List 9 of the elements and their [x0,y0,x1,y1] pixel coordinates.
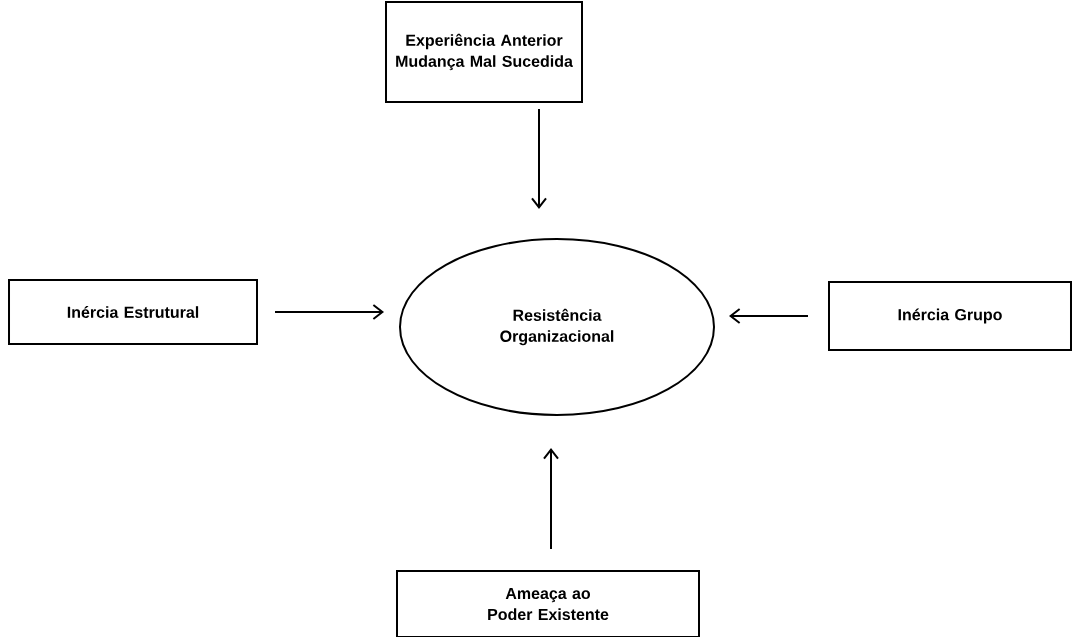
text-box: Inércia Grupo [828,281,1072,351]
arrow [543,448,559,550]
ellipse-node: Resistência Organizacional [399,238,715,416]
arrow [274,304,384,320]
text-box: Experiência Anterior Mudança Mal Sucedida [385,1,583,103]
arrow [729,308,809,324]
arrow [531,108,547,209]
text-box: Ameaça ao Poder Existente [396,570,700,637]
text-box: Inércia Estrutural [8,279,258,345]
